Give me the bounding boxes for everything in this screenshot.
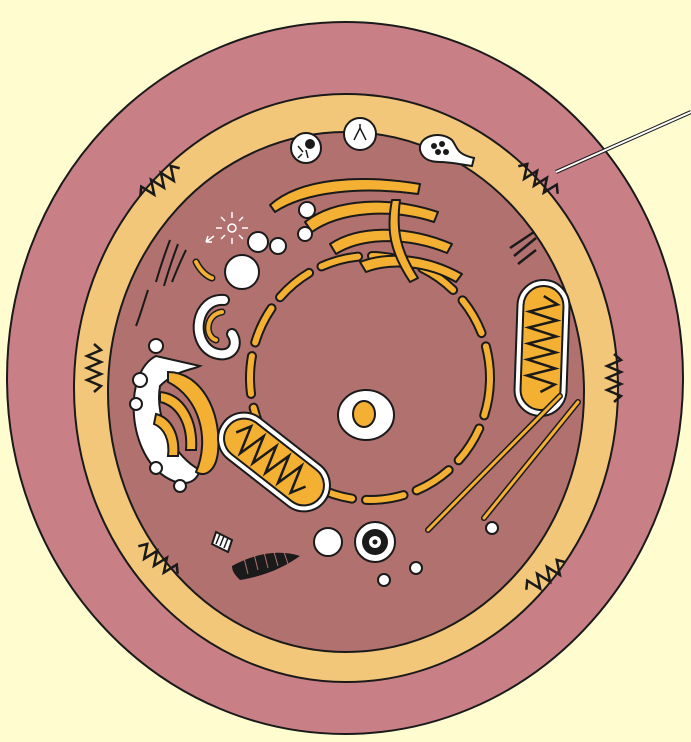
- nucleolus-core: [353, 401, 375, 427]
- vesicle-1: [291, 133, 321, 163]
- vesicle-2: [344, 118, 376, 150]
